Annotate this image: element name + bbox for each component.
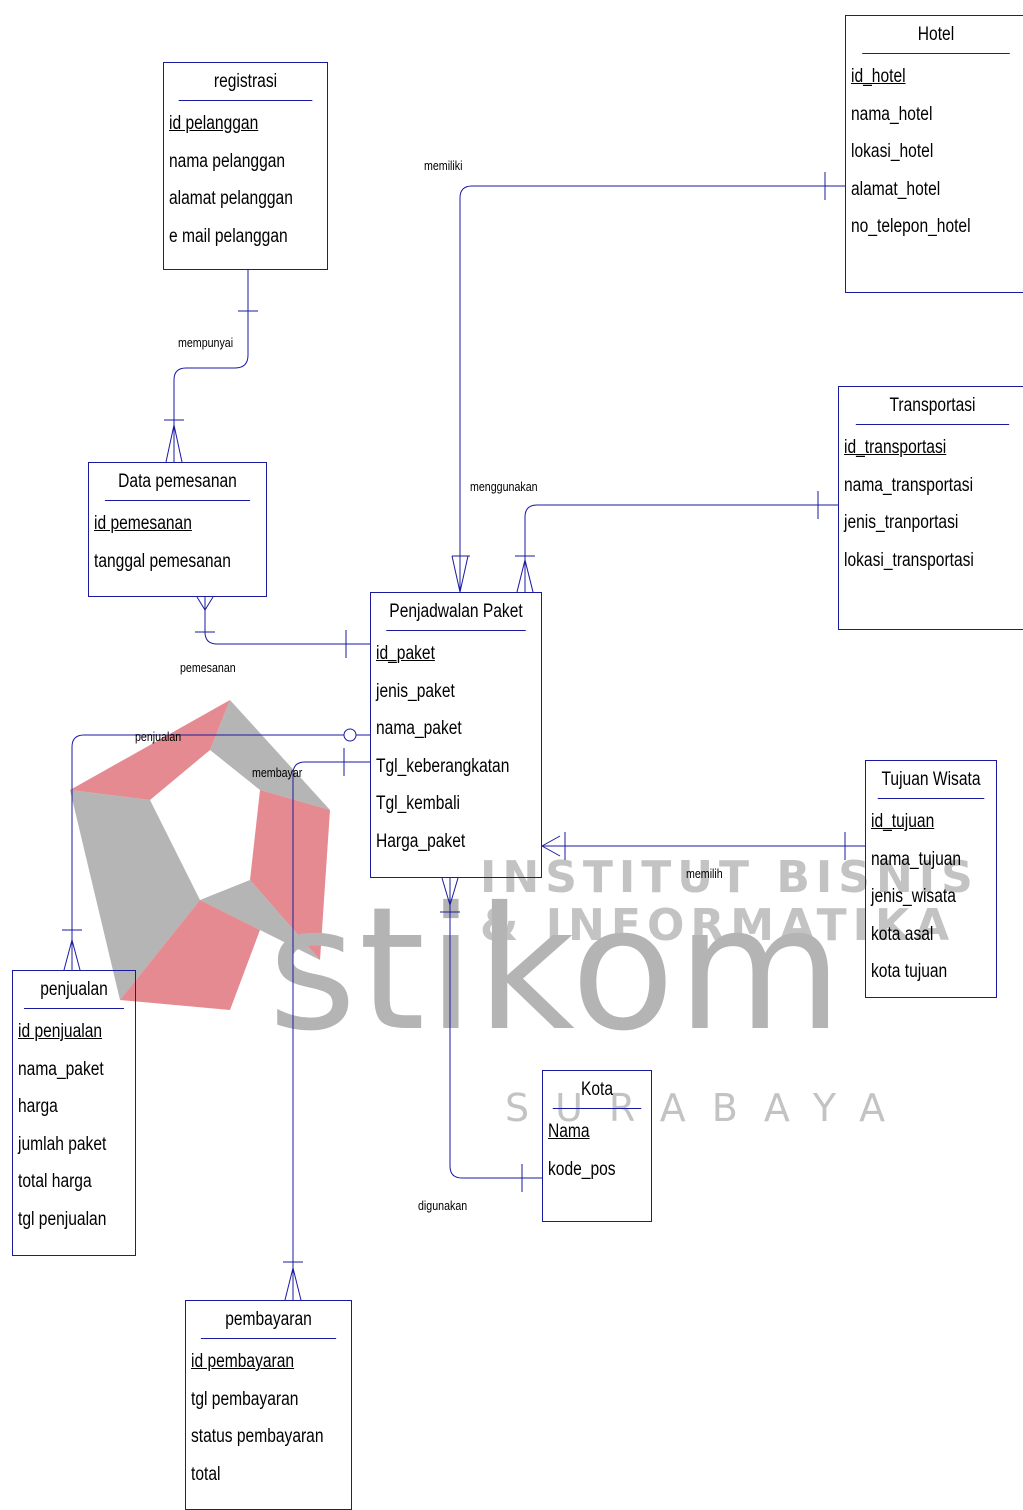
watermark-brand: stikom	[268, 871, 845, 1069]
field: tgl pembayaran	[191, 1388, 299, 1410]
entity-penjualan: penjualan id penjualan nama_paket harga …	[12, 970, 136, 1256]
entity-tujuan-wisata: Tujuan Wisata id_tujuan nama_tujuan jeni…	[865, 760, 997, 998]
field: total	[191, 1463, 221, 1485]
entity-registrasi: registrasi id pelanggan nama pelanggan a…	[163, 62, 328, 270]
field: nama_tujuan	[871, 848, 962, 870]
field-list: id pelanggan nama pelanggan alamat pelan…	[164, 101, 327, 255]
field-pk: id_tujuan	[871, 811, 935, 832]
entity-hotel: Hotel id_hotel nama_hotel lokasi_hotel a…	[845, 15, 1023, 293]
entity-transportasi: Transportasi id_transportasi nama_transp…	[838, 386, 1023, 630]
field-pk: id_hotel	[851, 66, 906, 87]
field: lokasi_transportasi	[844, 549, 974, 571]
rel-membayar: membayar	[252, 765, 303, 780]
field: nama_paket	[18, 1058, 104, 1080]
watermark-line1: INSTITUT BISNIS	[480, 852, 979, 903]
entity-title: registrasi	[178, 63, 313, 101]
field-list: id pemesanan tanggal pemesanan	[89, 501, 266, 580]
field: kota tujuan	[871, 961, 948, 982]
entity-title: Hotel	[862, 16, 1010, 54]
entity-title: Kota	[552, 1071, 642, 1109]
entity-title: Penjadwalan Paket	[386, 593, 526, 631]
field: Harga_paket	[376, 830, 466, 852]
field: e mail pelanggan	[169, 225, 288, 247]
field-list: id penjualan nama_paket harga jumlah pak…	[13, 1009, 135, 1238]
rel-menggunakan: menggunakan	[470, 479, 538, 494]
field-list: id_hotel nama_hotel lokasi_hotel alamat_…	[846, 54, 1023, 246]
field: tgl penjualan	[18, 1208, 107, 1230]
field: jumlah paket	[18, 1133, 107, 1155]
field-pk: id penjualan	[18, 1021, 103, 1042]
field: alamat_hotel	[851, 178, 941, 200]
field-list: id_transportasi nama_transportasi jenis_…	[839, 425, 1023, 579]
field: total harga	[18, 1171, 92, 1192]
watermark-line2: & INFORMATIKA	[480, 900, 956, 951]
rel-penjualan: penjualan	[135, 729, 182, 744]
rel-pemesanan: pemesanan	[180, 660, 236, 675]
entity-title: penjualan	[23, 971, 125, 1009]
entity-pembayaran: pembayaran id pembayaran tgl pembayaran …	[185, 1300, 352, 1510]
field: kode_pos	[548, 1158, 616, 1180]
rel-memilih: memilih	[686, 866, 723, 881]
field-list: Nama kode_pos	[543, 1109, 651, 1188]
field-list: id pembayaran tgl pembayaran status pemb…	[186, 1339, 351, 1493]
entity-data-pemesanan: Data pemesanan id pemesanan tanggal peme…	[88, 462, 267, 597]
entity-title: Tujuan Wisata	[877, 761, 985, 799]
field: harga	[18, 1096, 58, 1117]
field-list: id_tujuan nama_tujuan jenis_wisata kota …	[866, 799, 996, 991]
field: Tgl_keberangkatan	[376, 755, 510, 777]
field: nama_paket	[376, 718, 462, 739]
field-pk: id_paket	[376, 643, 435, 664]
field: nama pelanggan	[169, 150, 286, 172]
field: alamat pelanggan	[169, 188, 293, 209]
field: nama_transportasi	[844, 474, 974, 496]
field: status pembayaran	[191, 1426, 324, 1447]
entity-kota: Kota Nama kode_pos	[542, 1070, 652, 1222]
field: kota asal	[871, 923, 934, 945]
field-pk: id pembayaran	[191, 1351, 295, 1372]
entity-title: Data pemesanan	[104, 463, 251, 501]
field-pk: id pelanggan	[169, 113, 259, 134]
rel-memiliki: memiliki	[424, 158, 463, 173]
entity-title: Transportasi	[855, 387, 1010, 425]
rel-digunakan: digunakan	[418, 1198, 468, 1213]
rel-mempunyai: mempunyai	[178, 335, 234, 350]
field-list: id_paket jenis_paket nama_paket Tgl_kebe…	[371, 631, 541, 860]
field: nama_hotel	[851, 103, 933, 125]
field-pk: id_transportasi	[844, 437, 947, 458]
entity-title: pembayaran	[200, 1301, 337, 1339]
field: lokasi_hotel	[851, 141, 934, 162]
entity-penjadwalan-paket: Penjadwalan Paket id_paket jenis_paket n…	[370, 592, 542, 878]
field: jenis_paket	[376, 680, 455, 702]
field: jenis_tranportasi	[844, 512, 959, 533]
field: jenis_wisata	[871, 886, 956, 907]
field: no_telepon_hotel	[851, 216, 971, 237]
field: Tgl_kembali	[376, 793, 460, 814]
field-pk: id pemesanan	[94, 513, 192, 534]
field: tanggal pemesanan	[94, 550, 231, 572]
field-pk: Nama	[548, 1121, 590, 1142]
